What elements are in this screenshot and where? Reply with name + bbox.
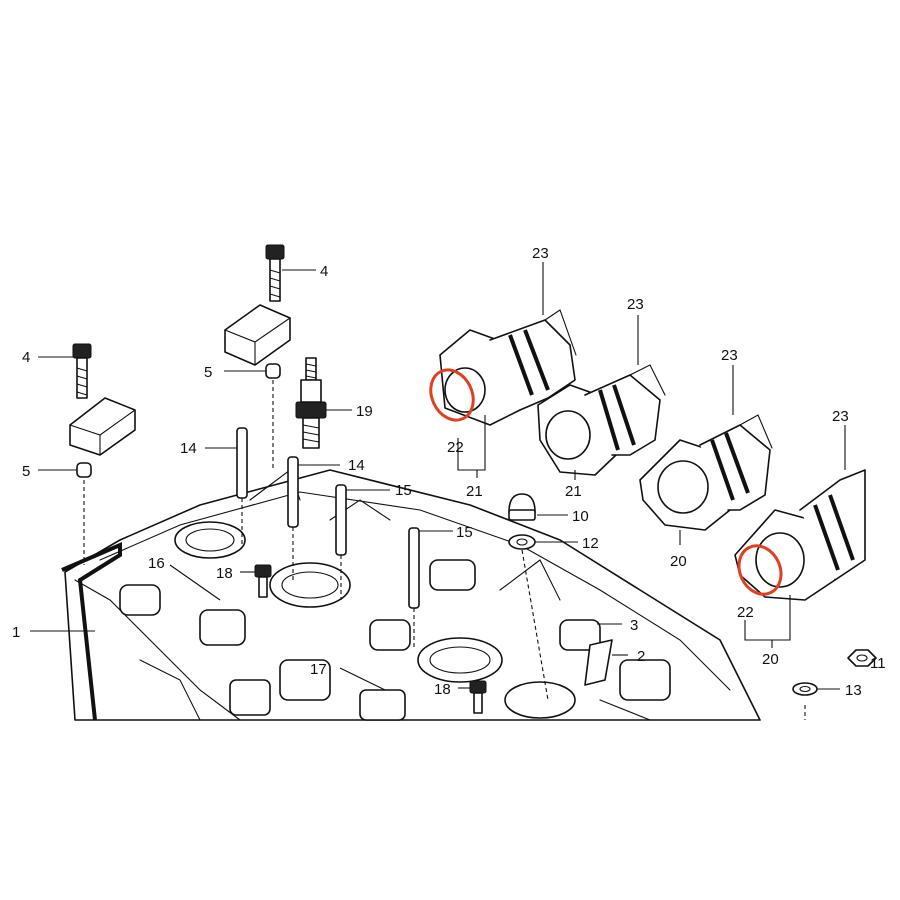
stud-icon	[408, 527, 420, 650]
spark-plug-icon	[295, 357, 327, 449]
callout-label: 23	[627, 296, 644, 313]
callout-label: 15	[456, 524, 473, 541]
callout-label: 5	[22, 463, 30, 480]
callout-label: 10	[572, 508, 589, 525]
callout-label: 23	[532, 245, 549, 262]
cap-icon	[76, 462, 92, 478]
callout-label: 23	[832, 408, 849, 425]
nut-icon	[847, 649, 877, 667]
washer-icon	[792, 682, 818, 696]
callout-label: 18	[216, 565, 233, 582]
stud-icon	[287, 456, 299, 580]
callout-label: 4	[22, 349, 30, 366]
callout-label: 2	[637, 648, 645, 665]
callout-label: 12	[582, 535, 599, 552]
cap-icon	[508, 493, 536, 521]
callout-label: 14	[180, 440, 197, 457]
cap-icon	[265, 363, 281, 379]
intake-boot-icon	[537, 364, 666, 476]
callout-label: 23	[721, 347, 738, 364]
clamp-icon	[224, 304, 291, 366]
highlight-ring	[737, 544, 783, 596]
callout-label: 15	[395, 482, 412, 499]
callout-label: 20	[762, 651, 779, 668]
clamp-icon	[69, 397, 136, 456]
callout-label: 4	[320, 263, 328, 280]
bolt-icon	[254, 564, 272, 598]
callout-label: 21	[565, 483, 582, 500]
callout-label: 17	[310, 661, 327, 678]
callout-label: 3	[630, 617, 638, 634]
bolt-icon	[469, 680, 487, 714]
bolt-icon	[72, 343, 92, 399]
callout-label: 14	[348, 457, 365, 474]
bolt-icon	[265, 244, 285, 302]
callout-label: 18	[434, 681, 451, 698]
highlight-ring	[429, 368, 475, 422]
intake-boot-icon	[439, 309, 577, 426]
callout-label: 13	[845, 682, 862, 699]
callout-label: 1	[12, 624, 20, 641]
callout-label: 22	[447, 439, 464, 456]
callout-label: 5	[204, 364, 212, 381]
callout-label: 16	[148, 555, 165, 572]
stud-icon	[236, 427, 248, 545]
callout-label: 21	[466, 483, 483, 500]
intake-boot-icon	[639, 414, 773, 531]
stud-icon	[584, 639, 613, 686]
callout-label: 11	[870, 655, 886, 672]
washer-icon	[508, 534, 536, 550]
intake-boot-icon	[734, 469, 866, 601]
stud-icon	[335, 484, 347, 600]
callout-label: 22	[737, 604, 754, 621]
callout-label: 19	[356, 403, 373, 420]
callout-label: 20	[670, 553, 687, 570]
